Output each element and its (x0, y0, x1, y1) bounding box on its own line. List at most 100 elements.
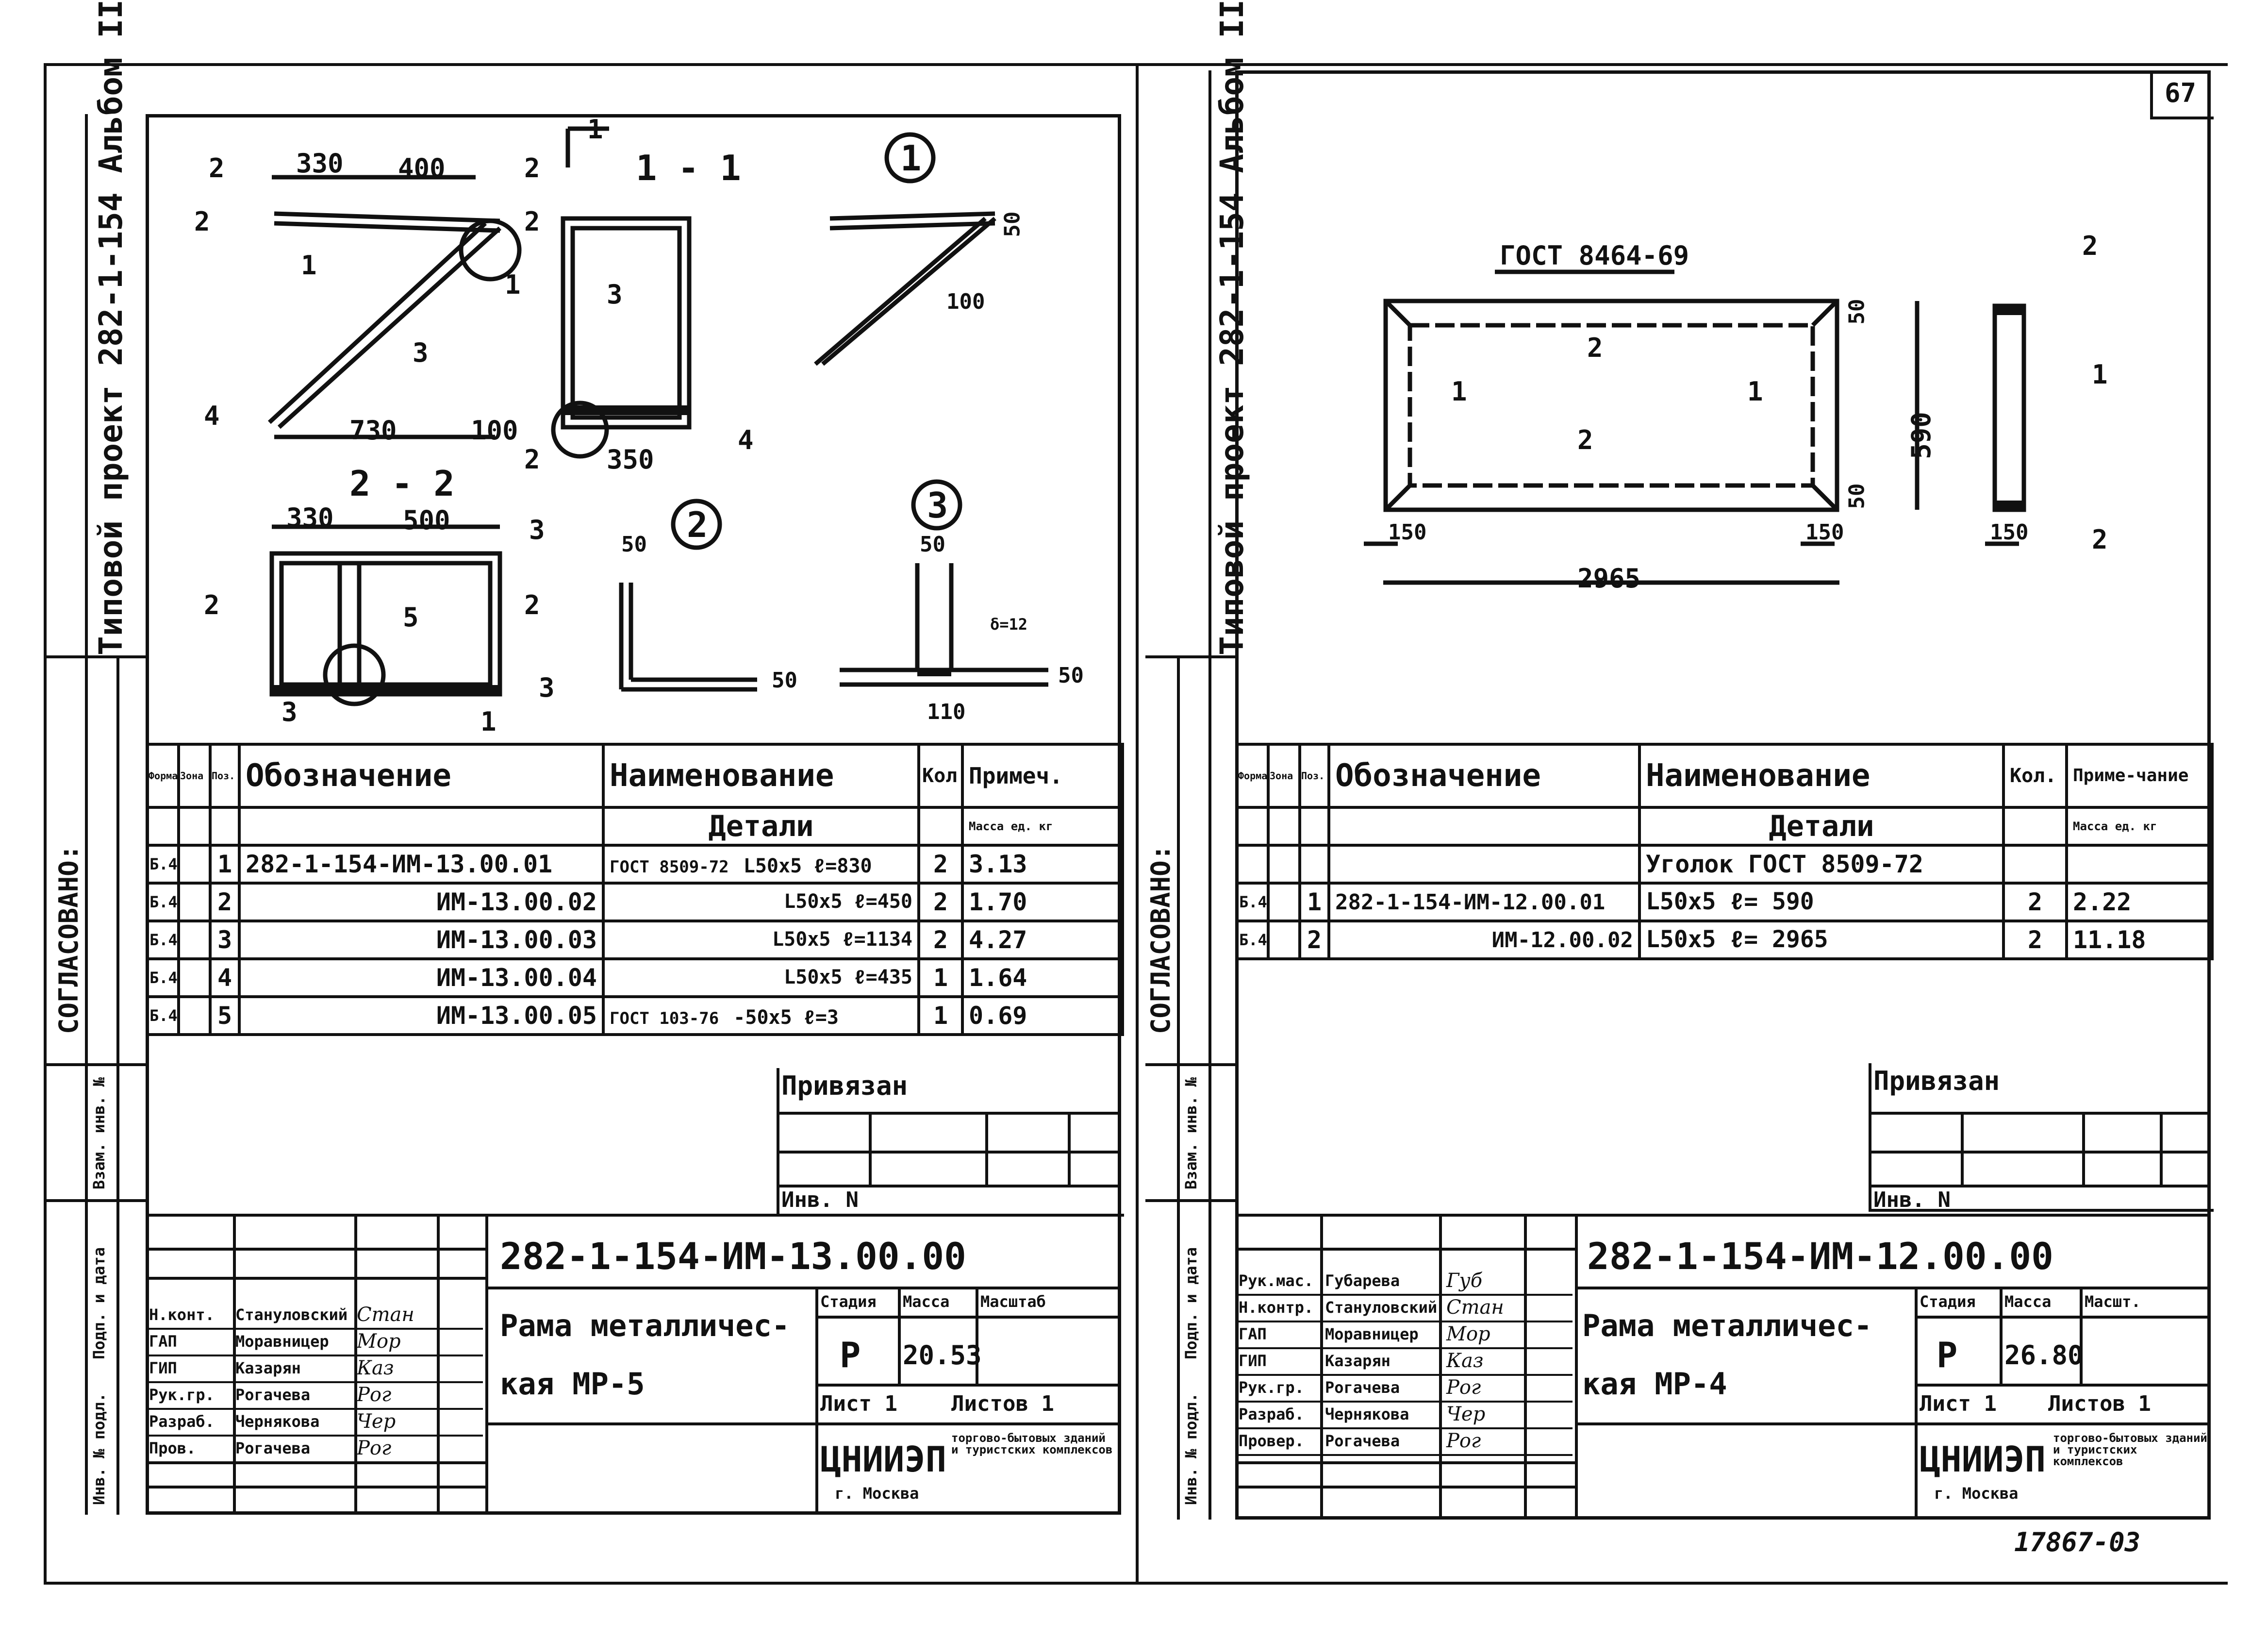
right-strip-h2 (1145, 1063, 1235, 1066)
right-org-city: г. Москва (1934, 1484, 2019, 1503)
dim-label: 400 (398, 153, 446, 184)
left-title-h1 (485, 1287, 1121, 1289)
cell-note: 1.64 (961, 957, 1124, 998)
subsection-angle: Уголок ГОСТ 8509-72 (1638, 844, 2005, 885)
cell-pos: 2 (209, 882, 241, 922)
left-strip-line (85, 114, 88, 1515)
dim-label: 50 (1000, 211, 1025, 237)
right-doc-title-1: Рама металличес- (1582, 1308, 1872, 1343)
gost-label: ГОСТ 8464-69 (1500, 240, 1689, 271)
left-mass-label: Масса (903, 1292, 950, 1311)
leader-label: 2 (524, 590, 540, 620)
leader-label: 1 (301, 250, 317, 281)
dim-label: 350 (607, 444, 654, 475)
dim-label: 150 (1388, 520, 1427, 545)
cell-format: Б.4 (1235, 882, 1270, 922)
signatory-role: ГАП (149, 1332, 177, 1351)
right-stage-value: Р (1937, 1335, 1958, 1375)
right-scale-label: Масшт. (2085, 1292, 2141, 1311)
detail-callout: 3 (927, 485, 948, 526)
cell-name: L50x5 ℓ=1134 (602, 920, 920, 960)
left-priv-vline (869, 1112, 872, 1185)
signature: Мор (1446, 1323, 1490, 1345)
cell-name: L50x5 ℓ=435 (602, 957, 920, 998)
col-note: Примеч. (961, 743, 1124, 809)
left-doc-title-2: кая МР-5 (500, 1366, 645, 1402)
cell-pos: 3 (209, 920, 241, 960)
dim-label: 110 (927, 700, 966, 724)
leader-label: 4 (204, 401, 220, 431)
right-people-v (1439, 1214, 1442, 1520)
cell-designation: 282-1-154-ИМ-12.00.01 (1327, 882, 1641, 922)
cell-name: L50x5 ℓ=450 (602, 882, 920, 922)
signatory-name: Стануловский (1325, 1298, 1438, 1317)
cell-format: Б.4 (1235, 920, 1270, 960)
dim-label: 2 (524, 153, 540, 184)
left-stage-label: Стадия (820, 1292, 877, 1311)
signature: Мор (357, 1330, 401, 1353)
signatory-name: Рогачева (1325, 1378, 1400, 1397)
right-priv-line (1869, 1112, 2211, 1115)
right-stage-label: Стадия (1920, 1292, 1976, 1311)
left-priv-line (777, 1185, 1121, 1187)
right-strip-line-2 (1177, 655, 1180, 1520)
right-mass-value: 26.80 (2004, 1340, 2084, 1371)
section-details: Детали (1638, 806, 2005, 847)
table-row: Б.4 2 ИМ-12.00.02 L50x5 ℓ= 2965 2 11.18 (1235, 920, 2214, 960)
dim-label: 590 (1905, 412, 1937, 459)
leader-label: 3 (281, 697, 298, 727)
left-people-h (146, 1248, 485, 1251)
table-row: Б.4 2 ИМ-13.00.02 L50x5 ℓ=450 2 1.70 (146, 882, 1124, 922)
signature: Чер (1446, 1403, 1486, 1425)
signatory-role: Рук.гр. (1239, 1378, 1304, 1397)
right-stage-line (1915, 1316, 2211, 1319)
signatory-role: Пров. (149, 1439, 196, 1457)
left-strip-h3 (44, 1199, 146, 1202)
right-mass-label: Масса (2004, 1292, 2052, 1311)
right-strip-h1 (1145, 655, 1235, 658)
right-title-h1 (1575, 1287, 2211, 1289)
dim-label: 50 (1844, 299, 1870, 325)
cell-format: Б.4 (146, 957, 180, 998)
col-zone: Зона (1267, 743, 1301, 809)
right-stage-v (2000, 1287, 2003, 1384)
table-row: Б.4 3 ИМ-13.00.03 L50x5 ℓ=1134 2 4.27 (146, 920, 1124, 960)
signatory-name: Казарян (235, 1359, 301, 1377)
cell-qty: 1 (917, 957, 964, 998)
right-priv-vline (2082, 1112, 2085, 1185)
right-people-h (1235, 1486, 1575, 1488)
right-stage-v (2080, 1287, 2083, 1384)
right-people-v (1524, 1214, 1527, 1520)
detail-callout: 1 (900, 138, 922, 179)
left-title-v2 (815, 1287, 818, 1515)
left-stage-v (976, 1287, 978, 1384)
leader-label: 1 (1747, 376, 1763, 407)
cell-name: ГОСТ 103-76 -50x5 ℓ=3 (602, 995, 920, 1036)
left-scale-label: Масштаб (980, 1292, 1046, 1311)
left-title-top (146, 1214, 1121, 1217)
col-format: Формат (1235, 743, 1270, 809)
left-title-v1 (485, 1214, 488, 1515)
dim-label: 150 (1990, 520, 2029, 545)
cell-name: L50x5 ℓ= 590 (1638, 882, 2005, 922)
signature: Чер (357, 1410, 396, 1433)
left-doc-title-1: Рама металличес- (500, 1308, 790, 1343)
left-stage-line (815, 1384, 1121, 1387)
left-priv-line (777, 1112, 1121, 1115)
signatory-role: Н.конт. (149, 1305, 215, 1324)
left-strip-h2 (44, 1063, 146, 1066)
signatory-role: Н.контр. (1239, 1298, 1314, 1317)
right-sheets-label: Листов 1 (2048, 1391, 2151, 1416)
left-album-title: Типовой проект 282-1-154 Альбом III (92, 0, 130, 655)
right-approvals-label: СОГЛАСОВАНО: (1145, 844, 1176, 1034)
left-title-h2 (485, 1422, 1121, 1425)
right-priv-line (1869, 1151, 2211, 1154)
signatory-role: Провер. (1239, 1432, 1304, 1450)
signature: Каз (1446, 1350, 1484, 1372)
right-inv-no: Инв. N (1873, 1187, 1951, 1212)
